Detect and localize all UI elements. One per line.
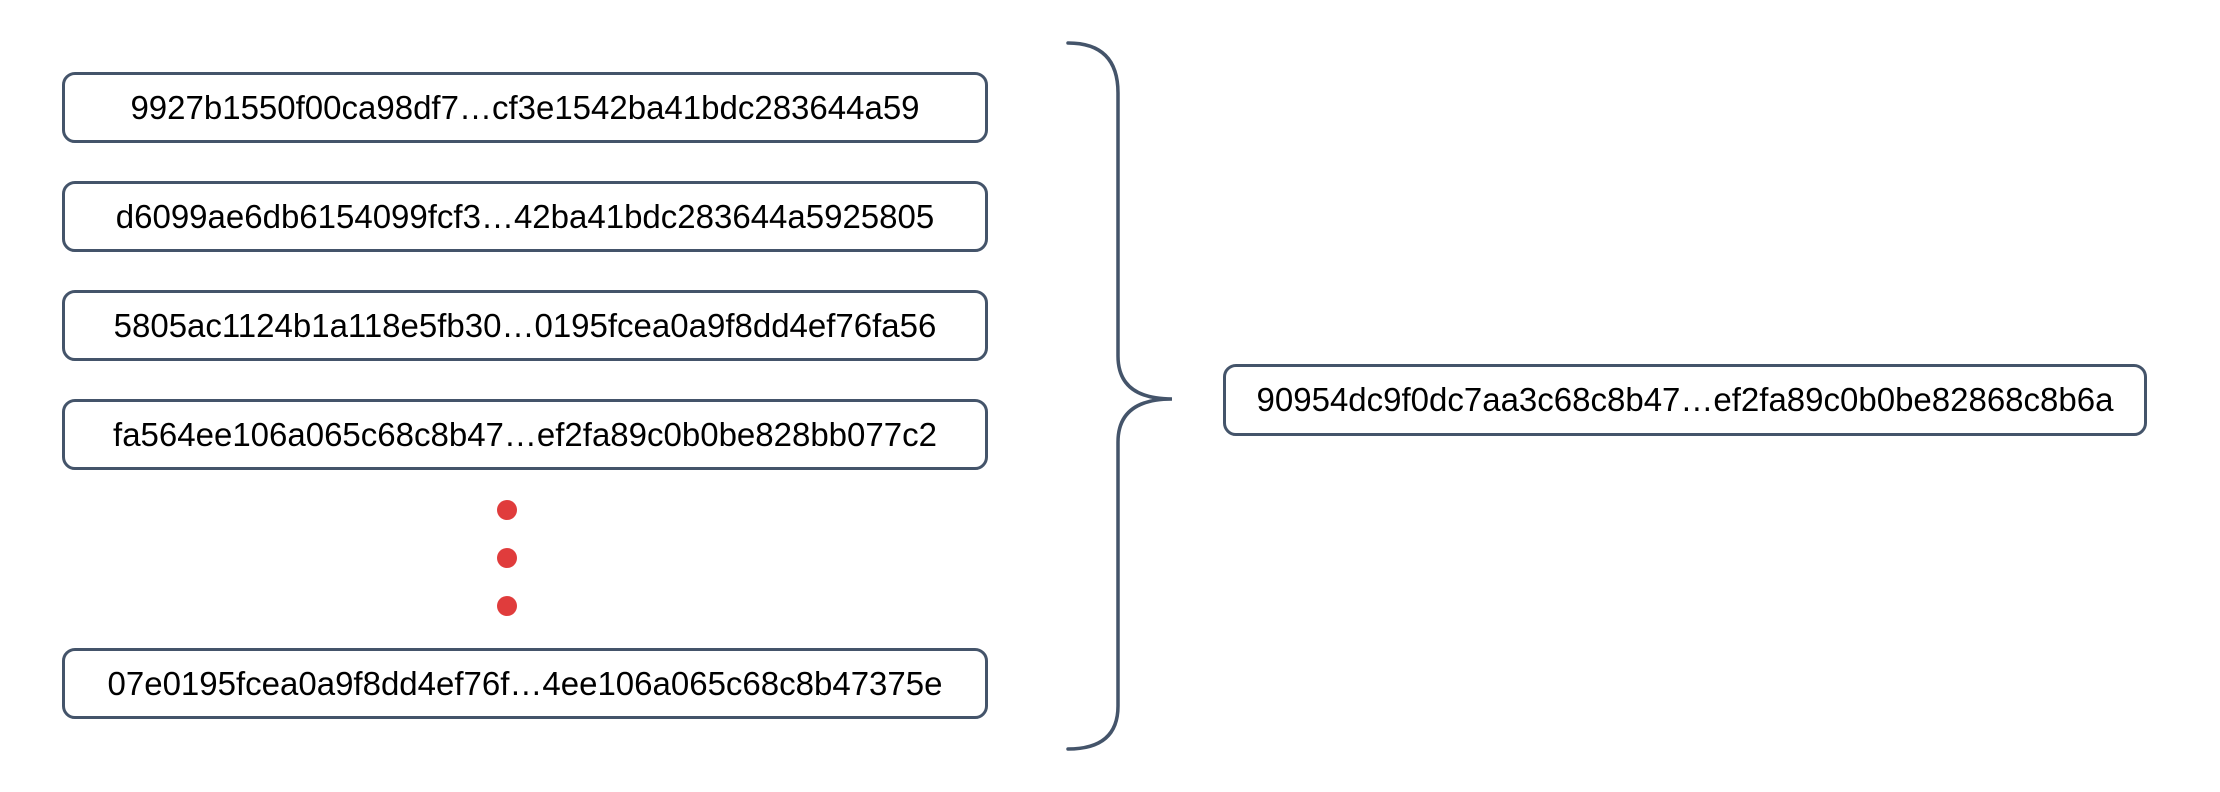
ellipsis-dot-icon (497, 596, 517, 616)
input-hash-box-1: 9927b1550f00ca98df7…cf3e1542ba41bdc28364… (62, 72, 988, 143)
hash-text: 5805ac1124b1a118e5fb30…0195fcea0a9f8dd4e… (113, 306, 937, 344)
ellipsis-dot-icon (497, 500, 517, 520)
input-hash-box-2: d6099ae6db6154099fcf3…42ba41bdc283644a59… (62, 181, 988, 252)
hash-text: 90954dc9f0dc7aa3c68c8b47…ef2fa89c0b0be82… (1256, 381, 2114, 418)
output-hash-box: 90954dc9f0dc7aa3c68c8b47…ef2fa89c0b0be82… (1223, 364, 2147, 436)
hash-text: d6099ae6db6154099fcf3…42ba41bdc283644a59… (115, 197, 935, 235)
ellipsis-dot-icon (497, 548, 517, 568)
input-hash-box-last: 07e0195fcea0a9f8dd4ef76f…4ee106a065c68c8… (62, 648, 988, 719)
input-hash-box-3: 5805ac1124b1a118e5fb30…0195fcea0a9f8dd4e… (62, 290, 988, 361)
hash-text: 9927b1550f00ca98df7…cf3e1542ba41bdc28364… (130, 88, 920, 126)
hash-text: 07e0195fcea0a9f8dd4ef76f…4ee106a065c68c8… (107, 664, 943, 702)
ellipsis-dots (497, 500, 517, 616)
input-hash-box-4: fa564ee106a065c68c8b47…ef2fa89c0b0be828b… (62, 399, 988, 470)
hash-text: fa564ee106a065c68c8b47…ef2fa89c0b0be828b… (113, 415, 937, 453)
